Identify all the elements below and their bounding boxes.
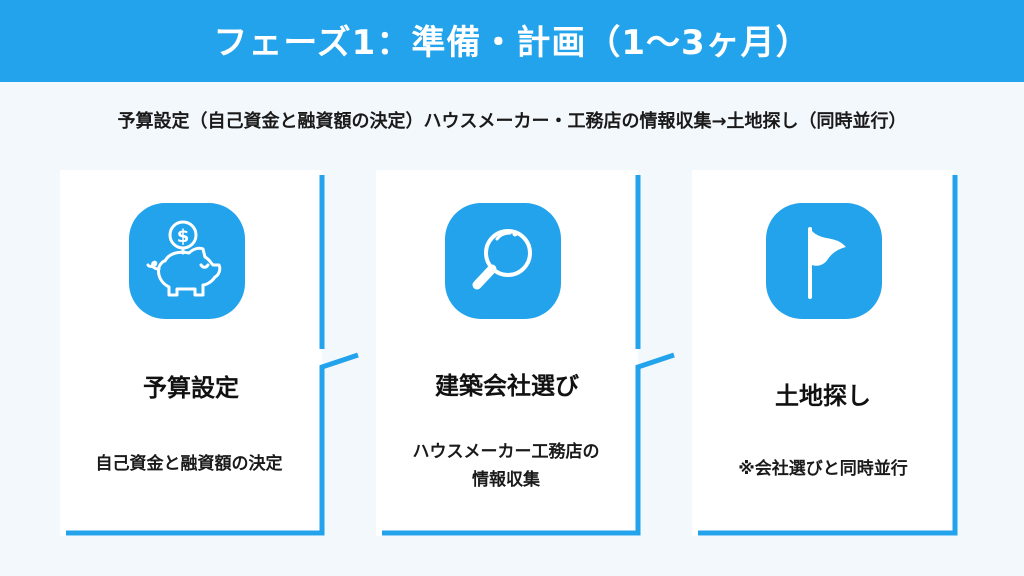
step-title: 建築会社選び: [435, 372, 579, 400]
step-title: 土地探し: [775, 382, 871, 410]
step-card-budget: $ 予算設定 自己資金と融資額の決定: [58, 170, 359, 536]
step-description: 自己資金と融資額の決定: [58, 450, 320, 478]
svg-text:$: $: [177, 226, 190, 247]
step-description: ハウスメーカー工務店の 情報収集: [370, 438, 642, 494]
piggy-bank-icon: $: [129, 203, 245, 319]
description-line: 自己資金と融資額の決定: [95, 454, 283, 474]
step-card-builder-selection: 建築会社選び ハウスメーカー工務店の 情報収集: [376, 170, 675, 536]
description-line: ※会社選びと同時並行: [738, 459, 908, 479]
description-line: 情報収集: [472, 470, 540, 490]
step-title: 予算設定: [143, 374, 239, 402]
page-title: フェーズ1：準備・計画（1〜3ヶ月）: [213, 22, 811, 63]
step-description: ※会社選びと同時並行: [692, 455, 954, 483]
step-card-land-search: 土地探し ※会社選びと同時並行: [692, 170, 958, 536]
description-line: ハウスメーカー工務店の: [412, 442, 600, 462]
flag-icon: [766, 203, 882, 319]
phase-summary: 予算設定（自己資金と融資額の決定）ハウスメーカー・工務店の情報収集→土地探し（同…: [117, 111, 907, 132]
header-bar: フェーズ1：準備・計画（1〜3ヶ月）: [0, 0, 1024, 82]
magnifier-icon: [445, 203, 561, 319]
